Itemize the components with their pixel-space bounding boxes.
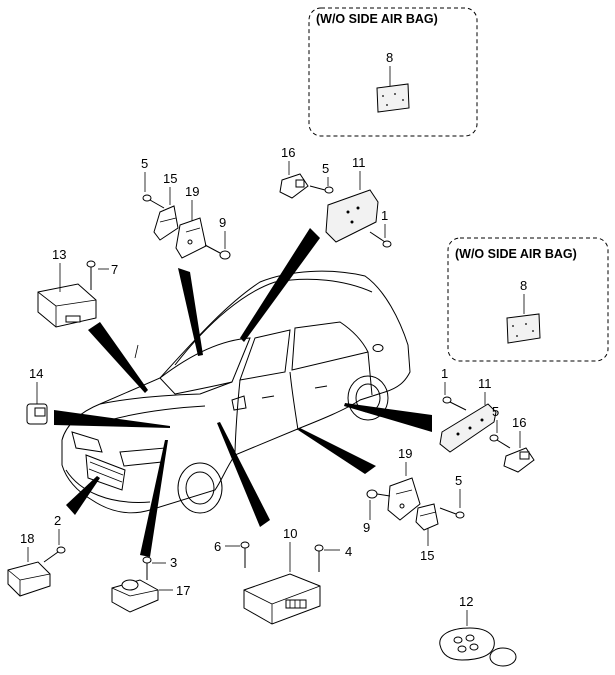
part-15-sensor-a bbox=[153, 205, 179, 241]
part-9-nut-a bbox=[204, 244, 231, 260]
part-19-bracket-a bbox=[175, 217, 207, 259]
car-illustration bbox=[61, 270, 411, 514]
part-17-crash-sensor bbox=[111, 579, 159, 613]
callout-19-b: 19 bbox=[398, 446, 412, 461]
part-18-crash-sensor bbox=[7, 561, 51, 597]
wo-side-airbag-box-right: (W/O SIDE AIR BAG) 8 bbox=[447, 237, 609, 362]
part-10-airbag-control-unit bbox=[243, 573, 321, 625]
callout-17: 17 bbox=[176, 583, 190, 598]
callout-5-d: 5 bbox=[455, 473, 462, 488]
callout-18: 18 bbox=[20, 531, 34, 546]
part-8-cover-top bbox=[376, 83, 410, 113]
callout-5-b: 5 bbox=[322, 161, 329, 176]
part-1-bolt-b bbox=[442, 396, 467, 411]
part-7-bolt bbox=[86, 260, 96, 290]
part-5-bolt-b bbox=[309, 185, 334, 194]
part-5-bolt-c bbox=[489, 434, 511, 449]
callout-16-b: 16 bbox=[512, 415, 526, 430]
leader-wedges bbox=[54, 228, 432, 557]
part-14-sensor bbox=[26, 403, 48, 425]
callout-7: 7 bbox=[111, 262, 118, 277]
part-5-bolt-d bbox=[439, 507, 465, 519]
callout-1-b: 1 bbox=[441, 366, 448, 381]
part-16-sensor-b bbox=[503, 447, 535, 473]
part-11-bracket-b bbox=[439, 403, 497, 453]
callout-5-a: 5 bbox=[141, 156, 148, 171]
part-13-sensor-module bbox=[37, 283, 97, 328]
callout-8-right: 8 bbox=[520, 278, 527, 293]
callout-5-c: 5 bbox=[492, 404, 499, 419]
callout-8-top: 8 bbox=[386, 50, 393, 65]
part-11-bracket-a bbox=[325, 189, 379, 243]
box-right-header: (W/O SIDE AIR BAG) bbox=[455, 247, 577, 261]
callout-3: 3 bbox=[170, 555, 177, 570]
part-15-sensor-b bbox=[415, 503, 439, 531]
part-8-cover-right bbox=[506, 313, 541, 344]
callout-14: 14 bbox=[29, 366, 43, 381]
part-19-bracket-b bbox=[387, 477, 421, 521]
callout-13: 13 bbox=[52, 247, 66, 262]
callout-2: 2 bbox=[54, 513, 61, 528]
callout-16-a: 16 bbox=[281, 145, 295, 160]
callout-15-a: 15 bbox=[163, 171, 177, 186]
part-9-nut-b bbox=[366, 489, 391, 499]
callout-1-a: 1 bbox=[381, 208, 388, 223]
callout-6: 6 bbox=[214, 539, 221, 554]
part-12-remote-key-fob bbox=[439, 627, 517, 667]
callout-15-b: 15 bbox=[420, 548, 434, 563]
callout-9-b: 9 bbox=[363, 520, 370, 535]
part-3-bolt bbox=[142, 556, 152, 580]
callout-4: 4 bbox=[345, 544, 352, 559]
callout-11-b: 11 bbox=[478, 376, 492, 391]
callout-11-a: 11 bbox=[352, 155, 366, 170]
callout-19-a: 19 bbox=[185, 184, 199, 199]
callout-10: 10 bbox=[283, 526, 297, 541]
wo-side-airbag-box-top: (W/O SIDE AIR BAG) 8 bbox=[308, 7, 478, 137]
part-5-bolt-a bbox=[142, 194, 165, 209]
callout-12: 12 bbox=[459, 594, 473, 609]
part-16-sensor-a bbox=[279, 173, 309, 199]
part-4-bolt bbox=[314, 544, 324, 572]
box-top-header: (W/O SIDE AIR BAG) bbox=[316, 12, 438, 26]
part-6-bolt bbox=[240, 541, 250, 568]
callout-9-a: 9 bbox=[219, 215, 226, 230]
part-1-bolt-a bbox=[369, 231, 392, 248]
part-2-bolt bbox=[43, 546, 66, 563]
